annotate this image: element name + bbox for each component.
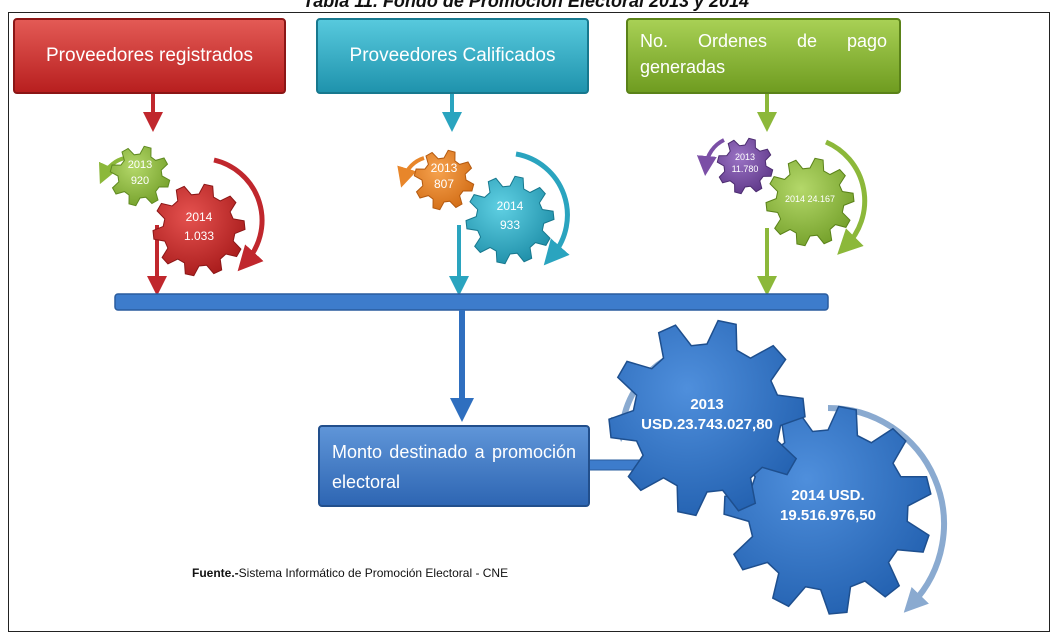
- gear-amount-2014-line1: 2014 USD.: [791, 487, 864, 504]
- gear-amount-2013-value: USD.23.743.027,80: [641, 416, 773, 433]
- gear-registered-2014-value: 1.033: [184, 229, 214, 243]
- gear-qualified-2014-value: 933: [500, 218, 520, 232]
- rotation-arrow-red-2013: [98, 156, 126, 185]
- gear-orders-2013-year: 2013: [735, 152, 755, 162]
- rotation-arrow-cyan-2014: [515, 151, 570, 266]
- box-amount-label: Monto destinado a promoción electoral: [332, 442, 576, 492]
- gear-orders-2014: [765, 157, 855, 247]
- gear-registered-2013: [109, 145, 171, 207]
- source-note: Fuente.-Sistema Informático de Promoción…: [192, 566, 508, 580]
- rotation-arrow-red-2014: [213, 157, 265, 272]
- gear-registered-2013-year: 2013: [128, 159, 152, 171]
- rotation-arrow-green-2014: [825, 139, 868, 255]
- box-electoral-amount: Monto destinado a promoción electoral: [318, 425, 590, 507]
- table-caption: Tabla 11. Fondo de Promoción Electoral 2…: [0, 0, 1052, 12]
- source-text: Sistema Informático de Promoción Elector…: [238, 566, 509, 580]
- caption-text: Tabla 11. Fondo de Promoción Electoral 2…: [302, 0, 750, 11]
- gear-orders-2014-label: 2014 24.167: [785, 194, 835, 204]
- gear-orders-2013-value: 11.780: [732, 164, 759, 174]
- gear-orders-2013: [716, 137, 774, 195]
- box-qualified-providers: Proveedores Calificados: [316, 18, 589, 94]
- gear-amount-2014-line2: 19.516.976,50: [780, 507, 876, 524]
- gear-qualified-2013: [413, 149, 475, 211]
- rotation-arrow-purple-2013: [696, 138, 725, 176]
- collector-bar: [114, 293, 829, 311]
- gear-amount-2013: [608, 319, 806, 517]
- box-registered-label: Proveedores registrados: [46, 45, 253, 66]
- gear-registered-2014-year: 2014: [186, 210, 213, 224]
- amount-connector: [587, 459, 641, 471]
- box-registered-providers: Proveedores registrados: [13, 18, 286, 94]
- gear-qualified-2013-year: 2013: [431, 161, 458, 175]
- box-orders-line1: No. Ordenes de pago: [640, 31, 887, 51]
- box-qualified-label: Proveedores Calificados: [349, 45, 556, 66]
- gear-registered-2014: [152, 183, 246, 277]
- rotation-arrow-blue-2014: [827, 405, 947, 613]
- gear-qualified-2013-value: 807: [434, 177, 454, 191]
- gear-qualified-2014: [465, 175, 555, 265]
- source-label: Fuente.-: [192, 566, 239, 580]
- rotation-arrow-orange-2013: [397, 156, 425, 188]
- box-orders-line2: generadas: [640, 57, 726, 77]
- gear-amount-2013-year: 2013: [690, 396, 723, 413]
- gear-registered-2013-value: 920: [131, 175, 149, 187]
- gear-qualified-2014-year: 2014: [497, 199, 524, 213]
- box-payment-orders: No. Ordenes de pago generadas: [626, 18, 901, 94]
